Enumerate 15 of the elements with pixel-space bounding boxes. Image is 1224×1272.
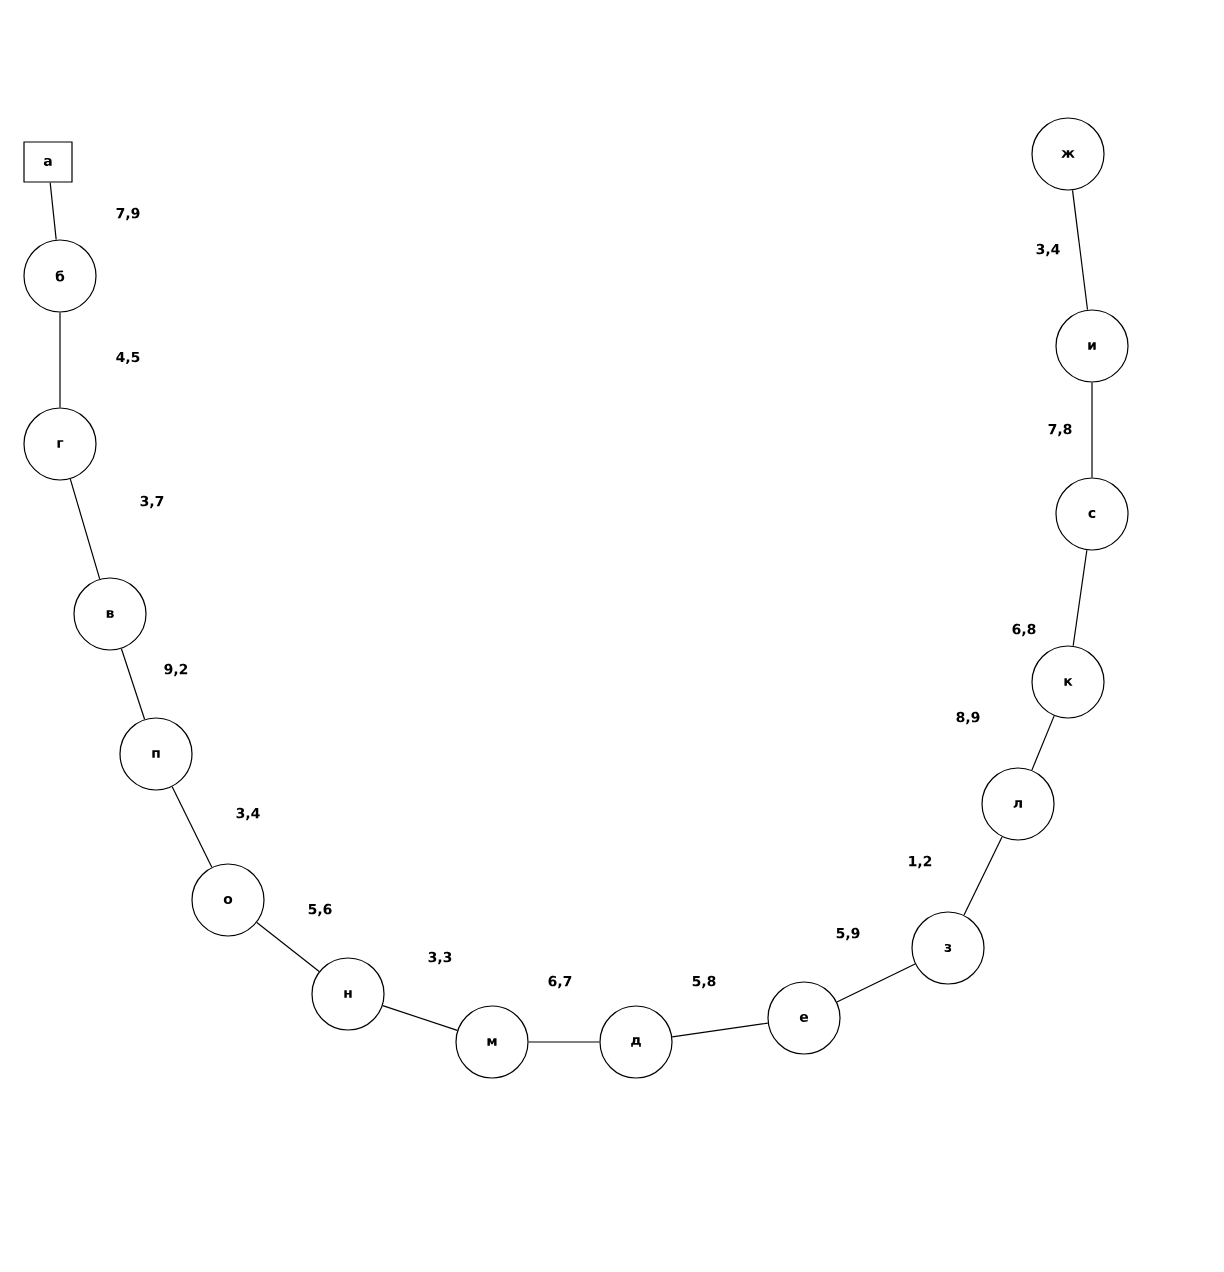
connector-line — [1071, 189, 1089, 311]
connector-line — [1031, 715, 1055, 771]
connector-line — [671, 1022, 769, 1038]
connector-line — [59, 312, 61, 408]
connector-line — [836, 963, 916, 1003]
connector-line — [963, 836, 1003, 916]
connector-line — [69, 478, 101, 580]
connector-line — [120, 648, 146, 720]
connector-line — [1091, 382, 1093, 478]
connector-line — [528, 1041, 600, 1043]
connector-line — [49, 182, 57, 241]
connector-line — [382, 1004, 458, 1031]
connector-line — [256, 921, 320, 973]
connector-line — [1072, 549, 1088, 647]
connector-line — [171, 786, 213, 868]
